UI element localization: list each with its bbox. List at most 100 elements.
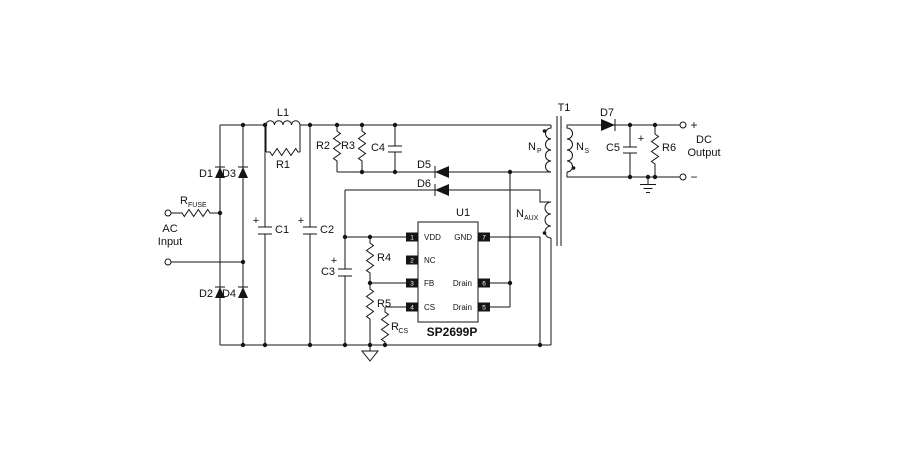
pin-7-box (478, 232, 490, 242)
dc-output-line1: DC (696, 134, 712, 146)
primary-polarity-dot (542, 129, 547, 133)
resistor-r1 (265, 125, 301, 157)
c5-label: C5 (606, 142, 620, 154)
c3-plus-sign: + (331, 255, 337, 267)
rfuse-label: R (180, 195, 188, 207)
diode-d5 (434, 166, 449, 178)
ns-label: N (576, 141, 584, 153)
resistor-r6 (650, 125, 660, 177)
pin-drain5-label: Drain (453, 303, 472, 312)
t1-label: T1 (558, 102, 571, 114)
pin-7-number: 7 (482, 235, 486, 242)
d2-label: D2 (199, 288, 213, 300)
pin-1-number: 1 (410, 235, 414, 242)
d5-label: D5 (417, 159, 431, 171)
pin-5-number: 5 (482, 305, 486, 312)
dc-output-line2: Output (687, 147, 720, 159)
resistor-r4 (365, 237, 375, 283)
resistor-r5 (365, 283, 375, 345)
capacitor-c2 (303, 125, 317, 345)
diode-d7 (601, 119, 616, 131)
ic-part-number: SP2699P (427, 325, 478, 339)
c3-label: C3 (321, 266, 335, 278)
earth-ground-symbol (640, 177, 656, 193)
d6-label: D6 (417, 178, 431, 190)
labels: R FUSE AC Input D1 D3 D2 D4 L1 R1 + C1 +… (158, 102, 721, 339)
rfuse-label-sub: FUSE (188, 202, 207, 209)
d7-label: D7 (600, 107, 614, 119)
resistor-rcs (380, 307, 390, 345)
pin-2-number: 2 (410, 258, 414, 265)
r6-label: R6 (662, 142, 676, 154)
capacitor-c1 (258, 125, 272, 345)
pin-nc-label: NC (424, 256, 436, 265)
pin-5-box (478, 302, 490, 312)
ic-u1: 1 2 3 4 7 6 5 VDD NC FB CS GND Drain Dra… (406, 221, 490, 323)
pin-6-number: 6 (482, 281, 486, 288)
ac-input-line2: Input (158, 236, 182, 248)
pin-vdd-label: VDD (424, 233, 441, 242)
bridge-diode-d4 (238, 286, 248, 298)
bridge-diode-d1 (215, 166, 225, 178)
r3-label: R3 (341, 140, 355, 152)
ac-input-terminals (164, 209, 172, 266)
c5-plus-sign: + (638, 133, 644, 145)
dc-plus-sign: + (690, 118, 697, 132)
transformer-t1 (542, 116, 576, 246)
d1-label: D1 (199, 168, 213, 180)
ac-terminal-top (164, 209, 172, 217)
pin-1-box (406, 232, 418, 242)
r2-label: R2 (316, 140, 330, 152)
c2-plus-sign: + (298, 215, 304, 227)
inductor-l1 (265, 120, 301, 126)
primary-winding (545, 125, 552, 173)
resistor-r3 (357, 125, 367, 172)
ns-label-sub: S (585, 148, 590, 155)
signal-ground-symbol (360, 345, 380, 362)
resistor-r2 (332, 125, 342, 172)
pin-3-number: 3 (410, 281, 414, 288)
secondary-polarity-dot (571, 166, 576, 170)
fuse-rfuse (178, 208, 215, 218)
r1-label: R1 (276, 159, 290, 171)
pin-6-box (478, 278, 490, 288)
dc-terminal-minus (679, 173, 687, 181)
diode-d6 (434, 184, 449, 196)
np-label: N (528, 141, 536, 153)
l1-label: L1 (277, 107, 289, 119)
capacitor-c4 (388, 125, 402, 172)
ac-input-line1: AC (162, 223, 177, 235)
np-label-sub: P (537, 148, 542, 155)
pin-3-box (406, 278, 418, 288)
c1-plus-sign: + (253, 215, 259, 227)
r5-label: R5 (377, 298, 391, 310)
bridge-diode-d2 (215, 286, 225, 298)
bridge-diode-d3 (238, 166, 248, 178)
rcs-label: R (391, 321, 399, 333)
pin-4-box (406, 302, 418, 312)
pin-cs-label: CS (424, 303, 435, 312)
pin-gnd-label: GND (454, 233, 472, 242)
pin-drain6-label: Drain (453, 279, 472, 288)
aux-polarity-dot (542, 231, 547, 235)
dc-minus-sign: − (690, 170, 697, 184)
dc-output-terminals (679, 121, 687, 181)
pin-2-box (406, 255, 418, 265)
rcs-label-sub: CS (399, 328, 409, 335)
r4-label: R4 (377, 252, 391, 264)
junction-dots (217, 122, 658, 348)
capacitor-c5 (623, 125, 637, 177)
capacitor-c3 (338, 190, 352, 345)
secondary-winding (566, 125, 573, 173)
u1-ref-label: U1 (456, 207, 470, 219)
c2-label: C2 (320, 224, 334, 236)
naux-label: N (516, 208, 524, 220)
pin-fb-label: FB (424, 279, 434, 288)
ac-terminal-bottom (164, 258, 172, 266)
ic-body (417, 221, 479, 323)
pin-4-number: 4 (410, 305, 414, 312)
d3-label: D3 (222, 168, 236, 180)
dc-terminal-plus (679, 121, 687, 129)
